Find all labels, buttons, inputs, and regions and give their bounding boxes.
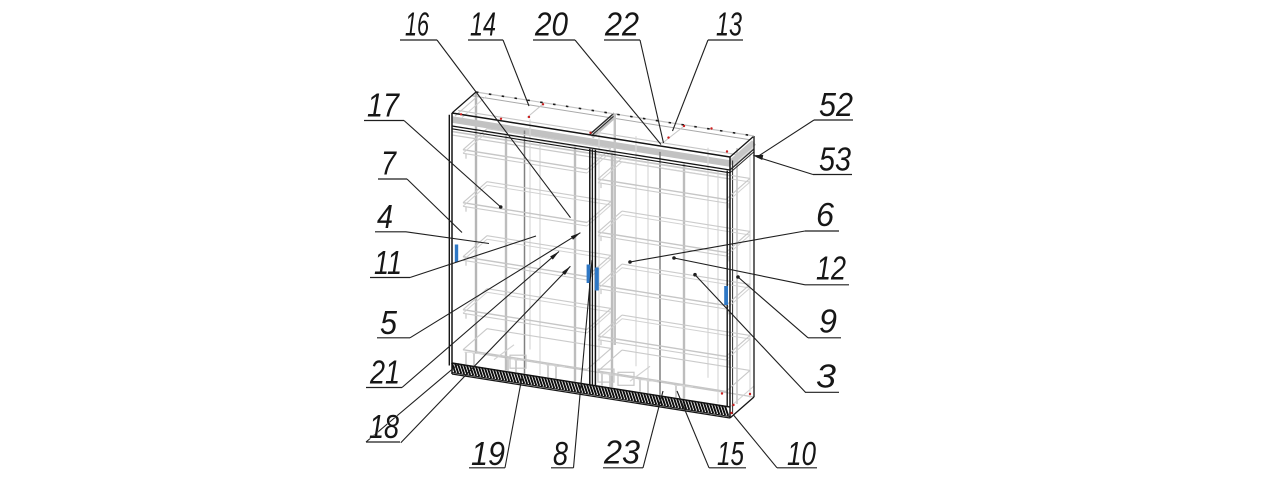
svg-text:20: 20	[534, 6, 568, 43]
svg-text:4: 4	[377, 198, 393, 235]
svg-text:11: 11	[374, 244, 402, 281]
svg-text:7: 7	[381, 145, 397, 182]
svg-text:16: 16	[405, 6, 429, 43]
svg-text:12: 12	[816, 249, 846, 286]
svg-text:19: 19	[471, 435, 505, 472]
svg-text:22: 22	[604, 6, 639, 43]
svg-text:52: 52	[819, 86, 853, 123]
svg-text:8: 8	[553, 435, 569, 472]
svg-text:6: 6	[816, 196, 835, 233]
svg-text:10: 10	[787, 435, 817, 472]
svg-text:13: 13	[716, 6, 742, 43]
svg-text:9: 9	[819, 302, 837, 339]
svg-text:3: 3	[816, 358, 837, 395]
svg-text:21: 21	[369, 354, 400, 391]
svg-text:5: 5	[380, 304, 398, 341]
svg-text:14: 14	[470, 6, 496, 43]
svg-text:17: 17	[367, 87, 400, 124]
svg-text:53: 53	[819, 141, 852, 178]
svg-text:23: 23	[603, 434, 641, 471]
svg-text:15: 15	[717, 435, 744, 472]
svg-text:18: 18	[369, 408, 400, 445]
